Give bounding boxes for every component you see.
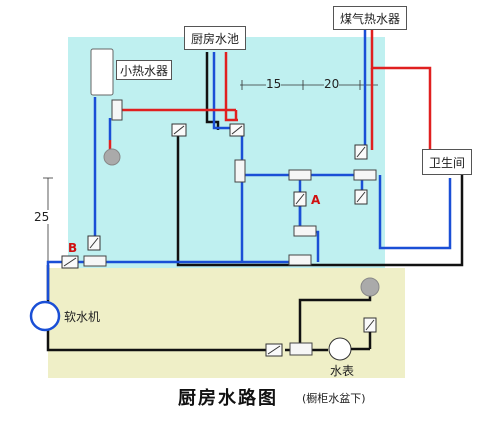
valve-icon	[229, 123, 245, 137]
kitchen-sink-label: 厨房水池	[184, 26, 246, 50]
valve-icon	[87, 235, 101, 251]
softener-tank	[29, 300, 61, 332]
meter-label: 水表	[330, 364, 355, 378]
hot-pipes	[108, 30, 432, 155]
fitting	[288, 254, 312, 266]
bathroom-label: 卫生间	[422, 149, 472, 175]
valves	[61, 123, 377, 357]
fitting	[289, 342, 313, 356]
valve-icon	[61, 255, 79, 269]
pipe-fittings	[83, 99, 377, 356]
drain-pipes	[46, 52, 464, 352]
floor-zone	[48, 268, 405, 378]
point-a-label: A	[311, 193, 321, 207]
gas-heater-label: 煤气热水器	[333, 6, 407, 30]
fitting	[353, 169, 377, 181]
dimension-20: 20	[324, 77, 340, 91]
water-meter-icon	[328, 337, 352, 361]
diagram-subtitle: (橱柜水盆下)	[302, 392, 366, 405]
drain-cap-icon	[103, 148, 121, 166]
small-heater-tank	[90, 48, 114, 96]
fitting	[288, 169, 312, 181]
valve-icon	[354, 189, 368, 205]
dimension-15: 15	[266, 77, 282, 91]
drain-cap-icon	[360, 277, 380, 297]
fitting	[111, 99, 123, 121]
dimension-25: 25	[34, 210, 50, 224]
fitting	[293, 225, 317, 237]
fitting	[83, 255, 107, 267]
valve-icon	[293, 191, 307, 207]
softener-label: 软水机	[64, 310, 101, 324]
point-b-label: B	[68, 241, 78, 255]
valve-icon	[171, 123, 187, 137]
valve-icon	[265, 343, 283, 357]
diagram-title: 厨房水路图	[178, 388, 278, 409]
valve-icon	[363, 317, 377, 333]
fitting	[234, 159, 246, 183]
small-heater-label: 小热水器	[116, 60, 172, 80]
valve-icon	[354, 144, 368, 160]
